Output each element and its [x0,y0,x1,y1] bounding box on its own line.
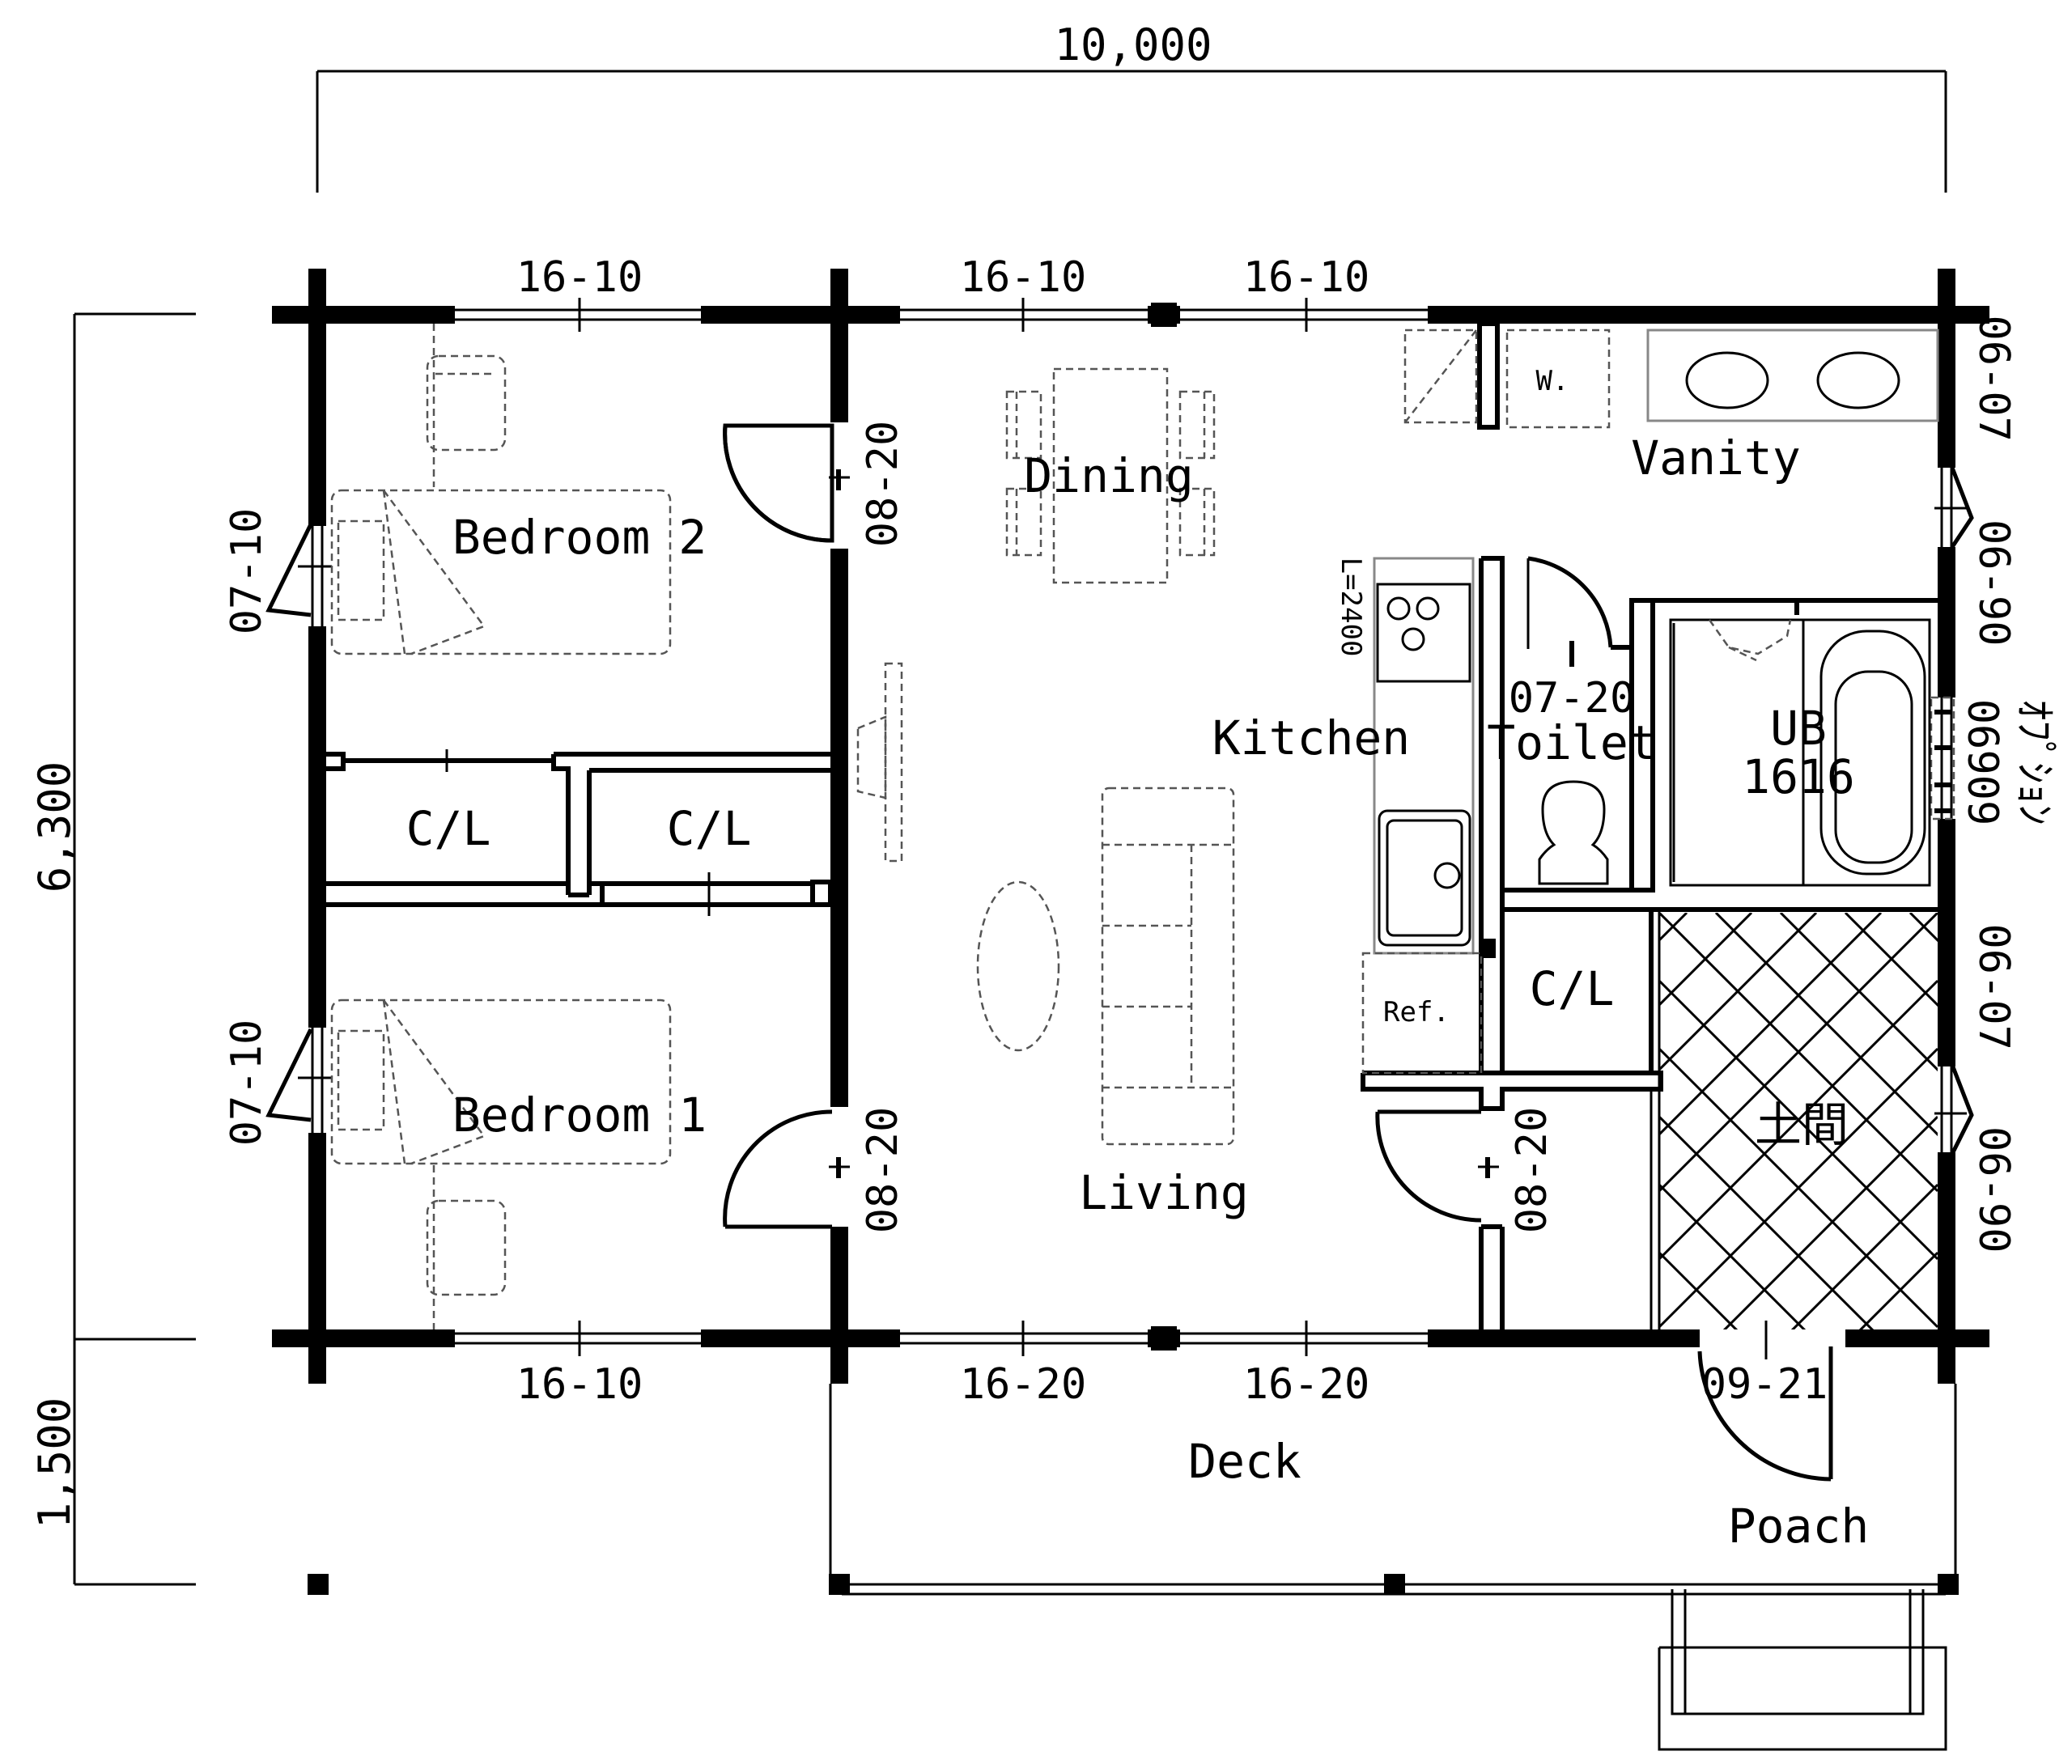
doors [723,423,1833,1482]
deck-outline [308,1384,1959,1751]
window-left-upper: 07-10 [223,508,271,635]
fixture-labels: W. Ref. L=2400 [1335,365,1569,1028]
room-label-closet-left: C/L [406,801,491,856]
room-label-vanity: Vanity [1631,430,1801,486]
window-right-lower-b: 06-90 [1969,1126,2018,1253]
room-label-closet-right: C/L [1530,961,1615,1016]
door-entry: 09-21 [1701,1360,1828,1409]
door-codes: 08-20 08-20 08-20 07-20 09-21 [836,421,1828,1409]
door-hall: 08-20 [1508,1107,1556,1234]
room-label-toilet: Toilet [1487,715,1657,770]
exterior-walls [272,269,1989,1384]
counter-length-label: L=2400 [1335,558,1367,657]
window-bath: 06909 [1958,699,2006,826]
door-bedroom2: 08-20 [859,421,907,548]
door-toilet: 07-20 [1509,674,1636,723]
interior-walls [326,321,1938,1329]
doma-hatch [1659,913,1938,1329]
deck-depth-label: 1,500 [29,1397,80,1529]
washer-label: W. [1536,365,1569,397]
furniture [330,324,1939,1329]
window-top-3: 16-10 [1243,253,1370,302]
room-label-bedroom1: Bedroom 1 [452,1088,707,1143]
window-top-2: 16-10 [960,253,1087,302]
room-label-poach: Poach [1728,1499,1870,1554]
window-swings [265,467,1974,1156]
overall-width-label: 10,000 [1054,19,1212,70]
room-label-doma: 土間 [1755,1097,1849,1152]
room-label-living: Living [1079,1165,1249,1220]
room-label-bedroom2: Bedroom 2 [452,510,707,565]
room-label-closet-mid: C/L [667,801,752,856]
room-label-ub: UB [1770,701,1827,756]
window-bottom-2: 16-20 [960,1360,1087,1409]
room-label-kitchen: Kitchen [1212,710,1410,765]
window-right-upper: 06-07 [1969,315,2018,442]
overall-width-dimension: 10,000 [316,19,1947,193]
window-codes: 16-10 16-10 16-10 16-10 16-20 16-20 07-1… [223,253,2058,1409]
refrigerator-label: Ref. [1383,996,1450,1028]
room-label-deck: Deck [1188,1434,1301,1489]
door-bedroom1: 08-20 [859,1107,907,1234]
room-label-dining: Dining [1024,448,1194,503]
overall-depth-dimension: 6,300 1,500 [29,312,196,1586]
window-bottom-3: 16-20 [1243,1360,1370,1409]
window-right-lower: 06-07 [1969,923,2018,1050]
overall-depth-label: 6,300 [29,761,80,893]
room-labels: Bedroom 2 Bedroom 1 Dining Kitchen Livin… [406,430,1870,1554]
window-top-1: 16-10 [516,253,643,302]
window-bath-option: ｵﾌﾟｼｮﾝ [2010,699,2058,825]
room-label-ub-size: 1616 [1742,749,1855,804]
window-bottom-1: 16-10 [516,1360,643,1409]
window-left-lower: 07-10 [223,1020,271,1147]
window-right-upper-b: 06-90 [1969,519,2018,647]
